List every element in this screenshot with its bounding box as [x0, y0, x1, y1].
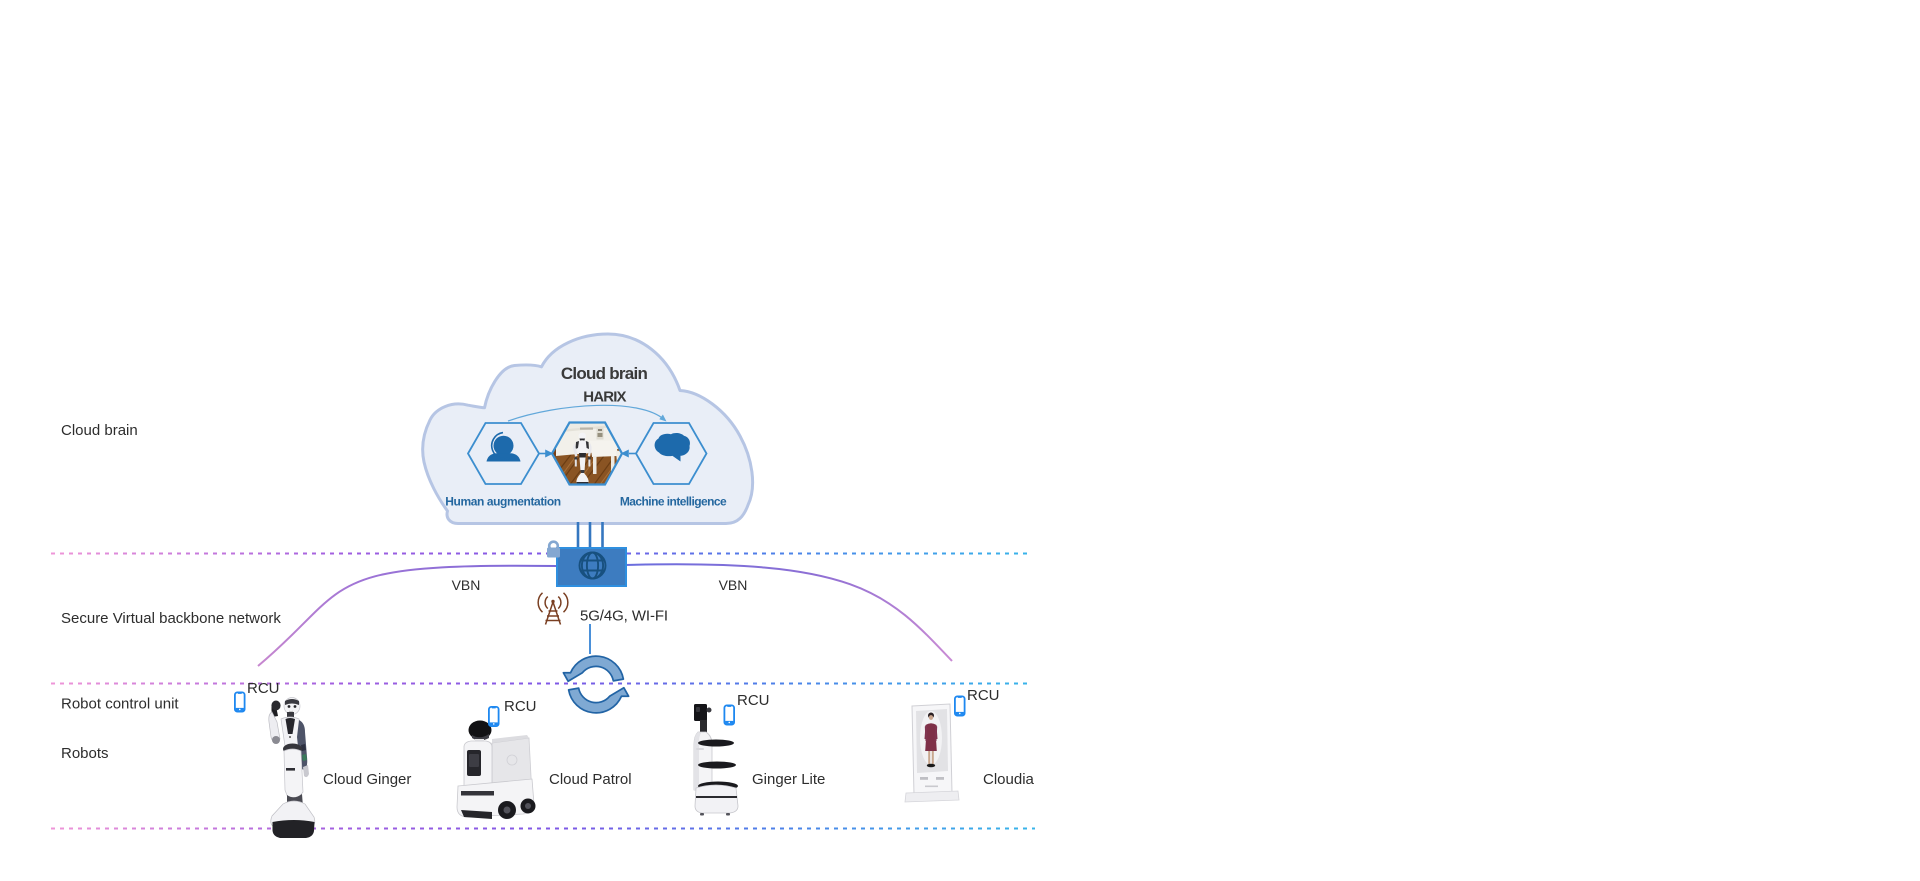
svg-text:Ginger Lite: Ginger Lite: [752, 771, 825, 788]
svg-text:RCU: RCU: [967, 687, 1000, 704]
svg-text:RCU: RCU: [247, 680, 280, 697]
svg-text:VBN: VBN: [452, 577, 481, 593]
svg-text:RCU: RCU: [504, 698, 537, 715]
svg-text:5G/4G, WI-FI: 5G/4G, WI-FI: [580, 608, 668, 625]
svg-text:VBN: VBN: [719, 577, 748, 593]
svg-text:Robot control unit: Robot control unit: [61, 696, 179, 713]
svg-text:Robots: Robots: [61, 745, 109, 762]
svg-text:RCU: RCU: [737, 692, 770, 709]
svg-text:Cloud Patrol: Cloud Patrol: [549, 771, 632, 788]
svg-text:Human augmentation: Human augmentation: [445, 495, 561, 509]
svg-text:Secure Virtual backbone networ: Secure Virtual backbone network: [61, 610, 281, 627]
svg-text:Cloud Ginger: Cloud Ginger: [323, 771, 411, 788]
svg-text:Cloud brain: Cloud brain: [61, 422, 138, 439]
svg-text:HARIX: HARIX: [583, 389, 626, 406]
svg-text:Machine intelligence: Machine intelligence: [620, 495, 727, 509]
svg-text:Cloud brain: Cloud brain: [561, 364, 648, 383]
svg-text:Cloudia: Cloudia: [983, 771, 1035, 788]
